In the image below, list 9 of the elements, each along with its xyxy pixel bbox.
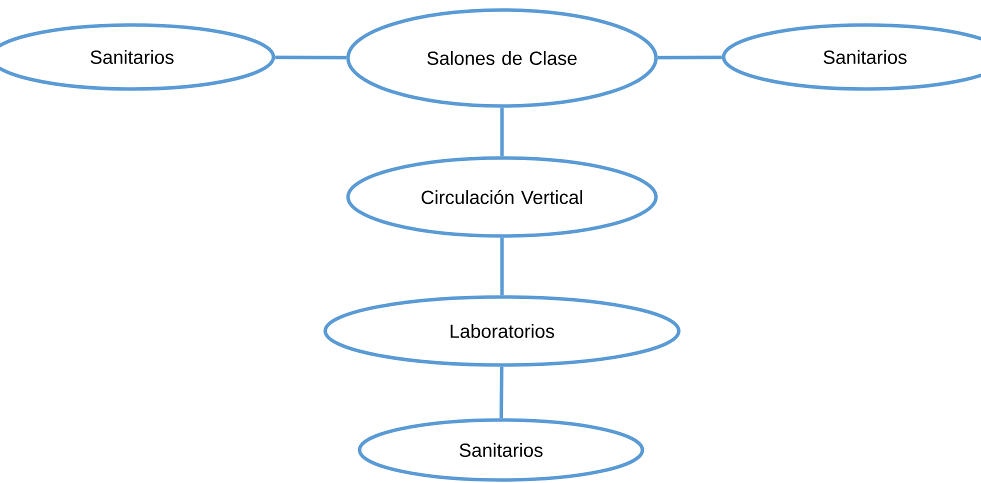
connector-line	[275, 56, 346, 60]
ellipse-node: Sanitarios	[358, 418, 644, 482]
ellipse-node: Laboratorios	[323, 295, 681, 367]
ellipse-node: Circulación Vertical	[346, 156, 658, 238]
ellipse-node: Salones de Clase	[346, 8, 658, 108]
connector-line	[658, 56, 722, 60]
connector-line	[500, 108, 504, 156]
connector-line	[500, 366, 504, 418]
connector-line	[500, 238, 504, 296]
